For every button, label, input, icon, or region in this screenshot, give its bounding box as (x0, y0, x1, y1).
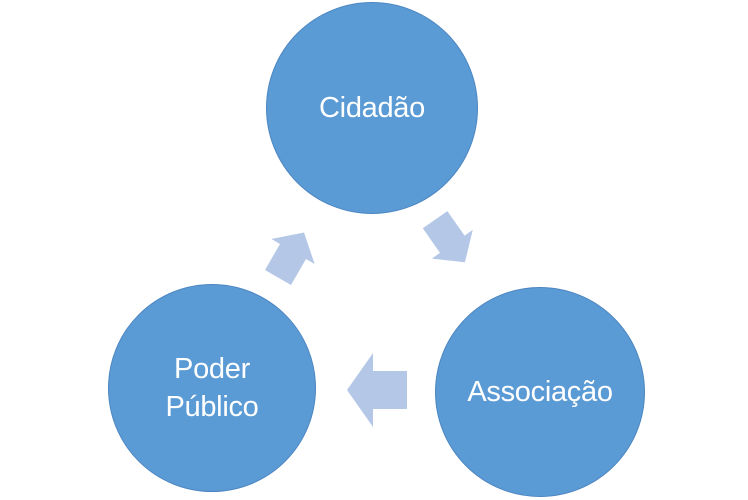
node-associacao-label: Associação (467, 376, 613, 408)
node-cidadao-label: Cidadão (319, 92, 425, 124)
node-cidadao: Cidadão (266, 2, 478, 214)
arrow-cidadao-to-associacao-icon (422, 211, 473, 263)
node-poder-publico-label: Poder Público (165, 353, 259, 423)
node-associacao: Associação (435, 287, 645, 497)
arrow-poder-publico-to-cidadao-icon (265, 232, 315, 286)
arrow-associacao-to-poder-publico-icon (347, 353, 407, 427)
node-poder-publico: Poder Público (108, 284, 316, 492)
